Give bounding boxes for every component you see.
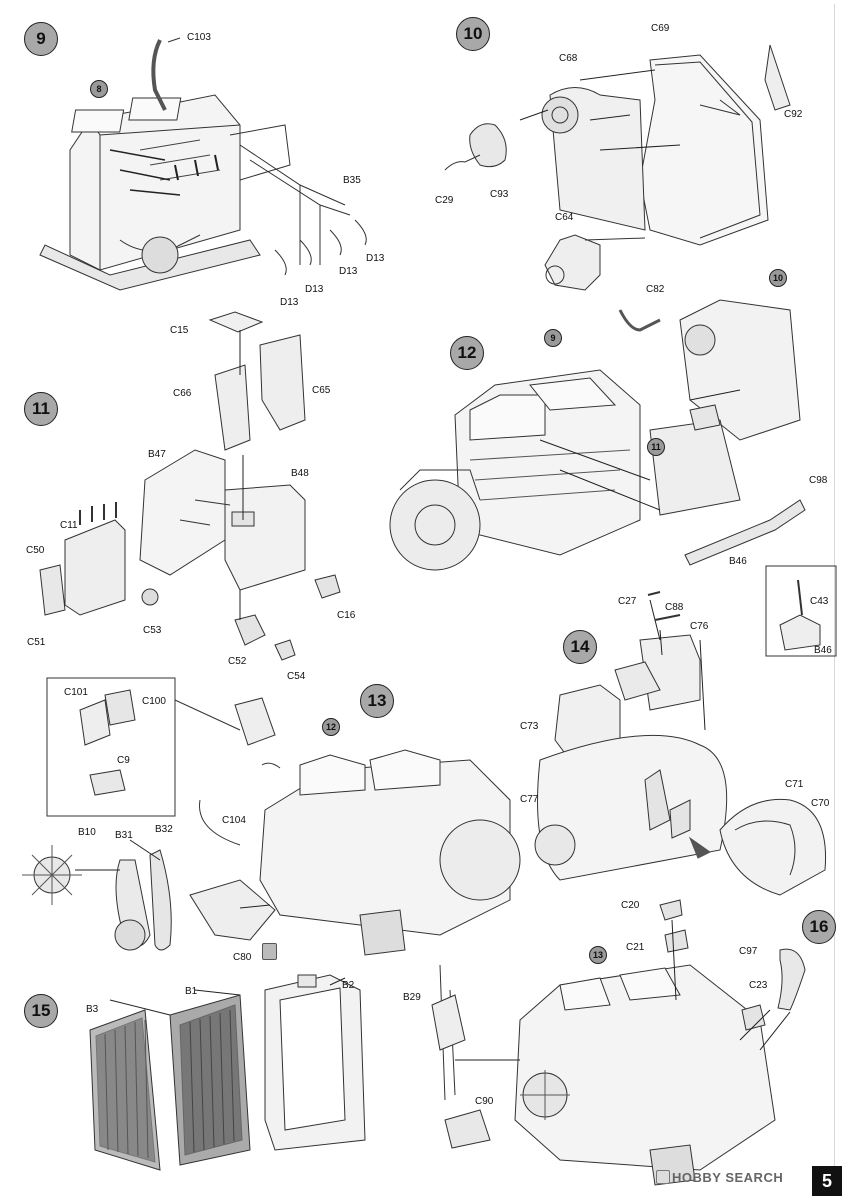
step-15-drawing bbox=[89, 974, 366, 1171]
part-label: C98 bbox=[809, 475, 828, 486]
step-badge-10: 10 bbox=[456, 17, 490, 51]
part-label: C97 bbox=[739, 946, 758, 957]
part-label: C11 bbox=[60, 520, 78, 531]
part-label: C23 bbox=[749, 980, 768, 991]
step-badge-9: 9 bbox=[24, 22, 58, 56]
part-label: C69 bbox=[651, 23, 670, 34]
part-label: C80 bbox=[233, 952, 252, 963]
step-9-drawing bbox=[39, 37, 367, 291]
part-label: C77 bbox=[520, 794, 539, 805]
step-11-drawing bbox=[39, 311, 341, 661]
part-label: C15 bbox=[170, 325, 189, 336]
part-label: B10 bbox=[78, 827, 96, 838]
step-badge-15: 15 bbox=[24, 994, 58, 1028]
part-label: C90 bbox=[475, 1096, 494, 1107]
part-label: B46 bbox=[729, 556, 747, 567]
part-label: B32 bbox=[155, 824, 173, 835]
part-label: B31 bbox=[115, 830, 133, 841]
ref-badge-8: 8 bbox=[90, 80, 108, 98]
part-label: C88 bbox=[665, 602, 684, 613]
part-label: C50 bbox=[26, 545, 45, 556]
part-label: B48 bbox=[291, 468, 309, 479]
step-badge-16: 16 bbox=[802, 910, 836, 944]
step-10-drawing bbox=[444, 44, 791, 291]
part-label: C9 bbox=[117, 755, 130, 766]
step-badge-11: 11 bbox=[24, 392, 58, 426]
step-badge-13: 13 bbox=[360, 684, 394, 718]
part-label: C54 bbox=[287, 671, 306, 682]
ref-badge-9: 9 bbox=[544, 329, 562, 347]
step-badge-14: 14 bbox=[563, 630, 597, 664]
glue-hint-icon bbox=[262, 943, 277, 960]
part-label: C71 bbox=[785, 779, 804, 790]
part-label: C92 bbox=[784, 109, 803, 120]
part-label: C21 bbox=[626, 942, 645, 953]
part-label: B47 bbox=[148, 449, 166, 460]
part-label: C73 bbox=[520, 721, 539, 732]
watermark-text: HOBBY SEARCH bbox=[672, 1170, 784, 1185]
part-label: D13 bbox=[280, 297, 299, 308]
part-label: C100 bbox=[142, 696, 166, 707]
part-label: C27 bbox=[618, 596, 637, 607]
ref-badge-12: 12 bbox=[322, 718, 340, 736]
part-label: C64 bbox=[555, 212, 574, 223]
step-12-drawing bbox=[389, 299, 837, 657]
part-label: D13 bbox=[339, 266, 358, 277]
page-number: 5 bbox=[812, 1166, 842, 1196]
page-edge bbox=[4, 4, 835, 1194]
part-label: C101 bbox=[64, 687, 88, 698]
part-label: C76 bbox=[690, 621, 709, 632]
part-label: C93 bbox=[490, 189, 509, 200]
part-label: B2 bbox=[342, 980, 355, 991]
step-16-drawing bbox=[431, 899, 806, 1186]
part-label: C104 bbox=[222, 815, 246, 826]
part-label: C70 bbox=[811, 798, 830, 809]
part-label: D13 bbox=[305, 284, 324, 295]
part-label: B29 bbox=[403, 992, 421, 1003]
part-label: C43 bbox=[810, 596, 829, 607]
ref-badge-11: 11 bbox=[647, 438, 665, 456]
step-13-drawing bbox=[22, 677, 521, 956]
part-label: C20 bbox=[621, 900, 640, 911]
step-badge-12: 12 bbox=[450, 336, 484, 370]
part-label: D13 bbox=[366, 253, 385, 264]
part-label: C82 bbox=[646, 284, 665, 295]
part-label: B3 bbox=[86, 1004, 99, 1015]
part-label: C29 bbox=[435, 195, 454, 206]
ref-badge-13: 13 bbox=[589, 946, 607, 964]
part-label: B1 bbox=[185, 986, 198, 997]
part-label: C66 bbox=[173, 388, 192, 399]
camera-icon bbox=[656, 1170, 670, 1184]
ref-badge-10: 10 bbox=[769, 269, 787, 287]
part-label: B46 bbox=[814, 645, 832, 656]
part-label: B35 bbox=[343, 175, 361, 186]
part-label: C103 bbox=[187, 32, 211, 43]
part-label: C68 bbox=[559, 53, 578, 64]
part-label: C51 bbox=[27, 637, 46, 648]
part-label: C53 bbox=[143, 625, 162, 636]
step-14-drawing bbox=[534, 591, 827, 896]
part-label: C16 bbox=[337, 610, 356, 621]
part-label: C65 bbox=[312, 385, 331, 396]
part-label: C52 bbox=[228, 656, 247, 667]
